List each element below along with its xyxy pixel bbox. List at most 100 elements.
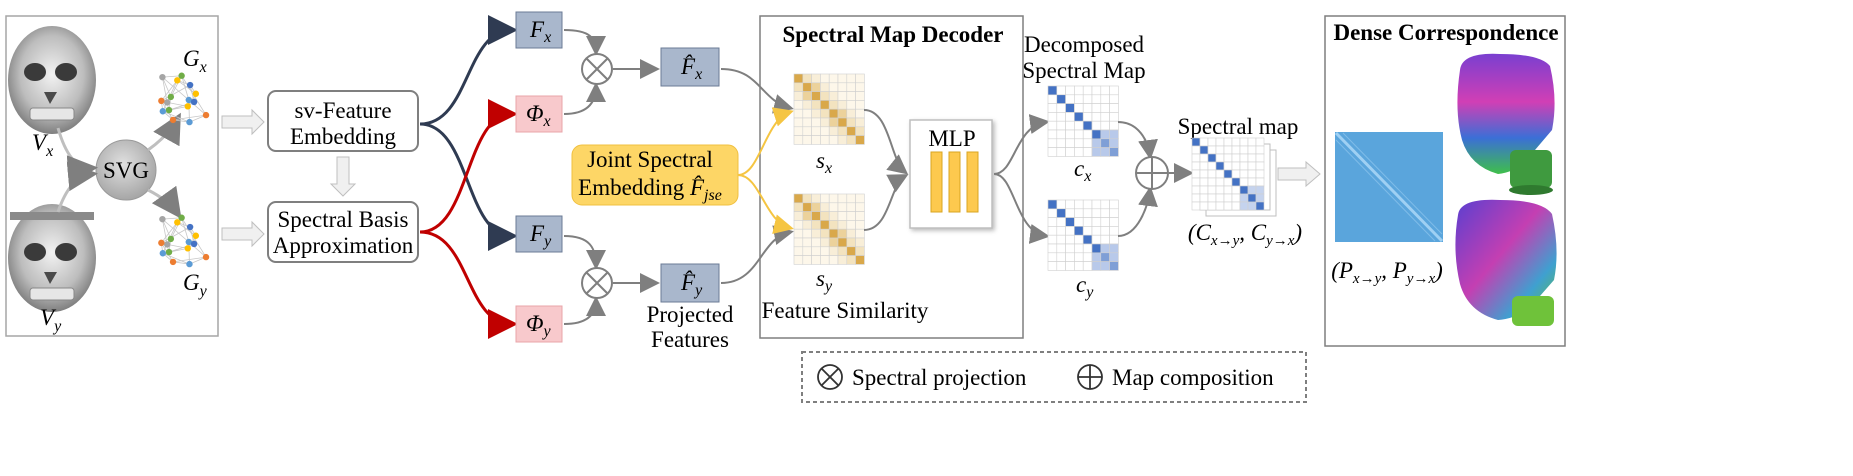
similarity-x-cell (793, 100, 804, 110)
similarity-x-cell (802, 135, 812, 145)
arrow-feature-to-fy (419, 122, 518, 251)
spectral-map-cell (1199, 161, 1209, 171)
map-cy-cell (1074, 252, 1084, 262)
projected-feature-x-label: F̂x (680, 53, 702, 83)
similarity-x-cell (820, 126, 830, 136)
spectral-map-cell (1239, 161, 1249, 171)
map-cy-cell (1091, 199, 1102, 210)
spectral-map-cell (1223, 193, 1233, 203)
map-cy-cell (1056, 217, 1066, 227)
map-cy-cell (1047, 226, 1058, 236)
graph-y (158, 214, 210, 268)
block-arrow-to-feature (221, 108, 265, 136)
graph-x (158, 72, 210, 126)
similarity-y-cell (828, 246, 839, 256)
map-cy-cell (1109, 208, 1119, 218)
similarity-x-cell (855, 126, 865, 136)
spectral-map-cell (1255, 193, 1265, 203)
map-cy-cell (1100, 226, 1110, 236)
spectral-map-cell (1247, 185, 1257, 195)
arrow-fy-to-proj (563, 235, 606, 270)
map-cx-cell (1100, 103, 1110, 113)
spectral-map-cell (1215, 193, 1225, 203)
spectral-map-cell (1207, 177, 1217, 187)
graph-node (185, 238, 192, 246)
similarity-y-cell (811, 202, 821, 212)
decomposed-label-2: Spectral Map (1022, 58, 1145, 83)
spectral-map-cell (1191, 169, 1201, 179)
similarity-x-cell (820, 108, 830, 119)
spectral-map-label: (Cx→y, Cy→x) (1188, 220, 1302, 249)
sv-feature-label-2: Embedding (290, 124, 397, 149)
similarity-x-cell (837, 126, 848, 136)
volume-x-label: Vx (32, 130, 53, 160)
map-cy-cell (1065, 208, 1075, 218)
similarity-y-cell (828, 228, 839, 239)
spectral-map-cell (1191, 185, 1201, 195)
similarity-x-cell (811, 126, 821, 136)
map-cy-cell (1065, 252, 1075, 262)
graph-node (186, 260, 193, 268)
graph-edge (162, 218, 172, 240)
map-cx-cell (1100, 120, 1110, 131)
map-cy-cell (1065, 261, 1075, 271)
similarity-x-cell (802, 91, 812, 101)
map-cy-cell (1082, 234, 1093, 245)
spectral-map-cell (1231, 161, 1241, 171)
decomposed-cy-label: cy (1076, 272, 1094, 301)
similarity-y-cell (793, 255, 804, 265)
similarity-x-cell (855, 91, 865, 101)
eigen-y-label: Φy (526, 311, 552, 340)
similarity-x-cell (855, 100, 865, 110)
similarity-y-cell (820, 202, 830, 212)
arrow-mlp-to-cx (993, 114, 1050, 175)
map-cx-cell (1109, 94, 1119, 104)
arrow-feature-to-fx (419, 15, 518, 126)
spectral-map-cell (1255, 201, 1265, 211)
graph-node (159, 215, 166, 223)
arrow-fx-to-proj (563, 29, 606, 56)
similarity-y-cell (846, 220, 856, 230)
map-cy-cell (1056, 208, 1066, 218)
spectral-map-cell (1247, 137, 1257, 147)
spectral-map-cell (1223, 169, 1233, 179)
similarity-x-cell (828, 91, 839, 101)
similarity-y-cell (828, 193, 839, 204)
arrow-basis-to-phiy (419, 230, 518, 339)
similarity-y-cell (855, 228, 865, 239)
skull-volume-x (8, 26, 96, 134)
graph-edge (161, 226, 191, 244)
spectral-map-cell (1239, 185, 1249, 195)
map-cx-cell (1056, 85, 1066, 96)
graph-node (186, 223, 194, 231)
similarity-x-cell (820, 82, 830, 92)
map-cx-cell (1109, 85, 1119, 96)
decomposed-cx-label: cx (1074, 156, 1091, 185)
similarity-y-cell (811, 211, 821, 221)
similarity-x-cell (811, 100, 821, 110)
decomposed-map-cy (1047, 199, 1119, 271)
skull-volume-y (8, 204, 96, 312)
map-cx-cell (1065, 120, 1075, 131)
graph-edge (161, 80, 178, 102)
map-cx-cell (1100, 94, 1110, 104)
graph-node (186, 81, 194, 89)
similarity-x-cell (846, 117, 856, 128)
legend-projection-label: Spectral projection (852, 365, 1027, 390)
map-cy-cell (1074, 217, 1084, 227)
graph-node (184, 245, 191, 252)
similarity-x-cell (837, 91, 848, 101)
spectral-map-cell (1207, 161, 1217, 171)
arrow-sy-to-mlp (863, 174, 909, 231)
similarity-y-cell (828, 237, 839, 248)
graph-node (158, 97, 165, 105)
map-cy-cell (1091, 234, 1102, 245)
spectral-map-cell (1199, 177, 1209, 187)
similarity-y-cell (820, 193, 830, 204)
graph-node (174, 219, 181, 226)
spectral-map-cell (1223, 201, 1233, 211)
spectral-map-cell (1223, 153, 1233, 163)
graph-x-label: Gx (183, 46, 207, 76)
map-cx-cell (1100, 138, 1110, 148)
spectral-map-cell (1191, 201, 1201, 211)
